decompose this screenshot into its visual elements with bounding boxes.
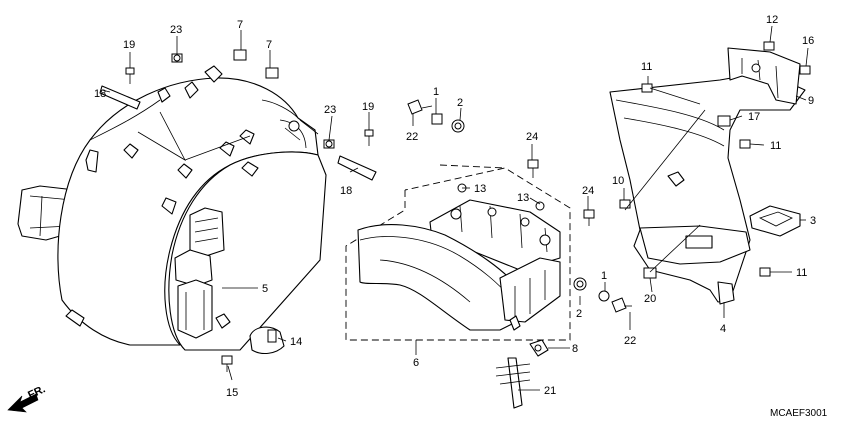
bolt-19a[interactable] [125,67,135,84]
callout-9: 9 [808,95,814,107]
svg-text:FR.: FR. [26,383,47,401]
callout-17: 17 [748,111,760,123]
callout-19b: 19 [362,101,374,113]
callout-2b: 2 [576,308,582,320]
diagram-code: MCAEF3001 [770,408,828,419]
bolt-23b[interactable] [323,139,335,149]
group-outline-6b [439,164,506,169]
callout-16: 16 [802,35,814,47]
callout-23b: 23 [324,104,336,116]
bolt-24b[interactable] [583,209,595,226]
rubber-part-3[interactable] [749,205,801,237]
front-direction-arrow: FR. [7,383,47,413]
callout-24b: 24 [582,185,594,197]
callout-6: 6 [413,357,419,369]
callout-20: 20 [644,293,656,305]
callout-21: 21 [544,385,556,397]
inner-fender-part[interactable] [17,65,327,351]
callout-4: 4 [720,323,726,335]
callout-2a: 2 [457,97,463,109]
bolt-11a[interactable] [641,83,653,93]
callout-22b: 22 [624,335,636,347]
bolt-11c[interactable] [759,267,771,277]
nut-20[interactable] [643,267,657,279]
nut-7b[interactable] [265,67,279,79]
collar-1a[interactable] [431,113,443,125]
callout-11b: 11 [770,140,781,152]
callout-numbers: 19 18 23 7 7 5 14 15 23 19 18 22 1 2 24 … [94,14,816,399]
leader-lines [101,25,809,391]
callout-11c: 11 [796,267,807,279]
callout-7a: 7 [237,19,243,31]
rear-fender-part[interactable] [357,199,561,331]
bolt-11b[interactable] [739,139,751,149]
callout-11a: 11 [641,61,652,73]
tube-part-21[interactable] [495,357,531,409]
nut-12[interactable] [763,41,775,51]
callout-13b: 13 [517,192,529,204]
rear-cover-part[interactable] [609,47,806,305]
bolt-15[interactable] [221,355,233,372]
callout-8: 8 [572,343,578,355]
grommet-2b[interactable] [573,277,587,291]
collar-1b[interactable] [598,290,610,302]
callout-22a: 22 [406,131,418,143]
bolt-22b[interactable] [611,297,632,313]
bolt-22a[interactable] [407,99,433,115]
clip-13b[interactable] [535,201,545,211]
callout-5: 5 [262,283,268,295]
callout-24a: 24 [526,131,538,143]
nut-16[interactable] [799,65,811,75]
callout-23a: 23 [170,24,182,36]
callout-1a: 1 [433,86,439,98]
callout-12: 12 [766,14,778,26]
callout-13a: 13 [474,183,486,195]
nut-17[interactable] [717,115,731,127]
callout-10: 10 [612,175,624,187]
callout-18b: 18 [340,185,352,197]
callout-7b: 7 [266,39,272,51]
nut-7a[interactable] [233,49,247,61]
bolt-23a[interactable] [171,53,183,63]
callout-3: 3 [810,215,816,227]
callout-18a: 18 [94,88,106,100]
grommet-2a[interactable] [451,119,465,133]
bolt-10[interactable] [619,199,631,209]
callout-1b: 1 [601,270,607,282]
clip-part-14[interactable] [249,326,285,355]
callout-14: 14 [290,336,302,348]
bolt-19b[interactable] [364,129,374,146]
callout-19a: 19 [123,39,135,51]
bolt-24a[interactable] [527,159,539,178]
strap-part-18b[interactable] [337,155,377,181]
callout-15: 15 [226,387,238,399]
